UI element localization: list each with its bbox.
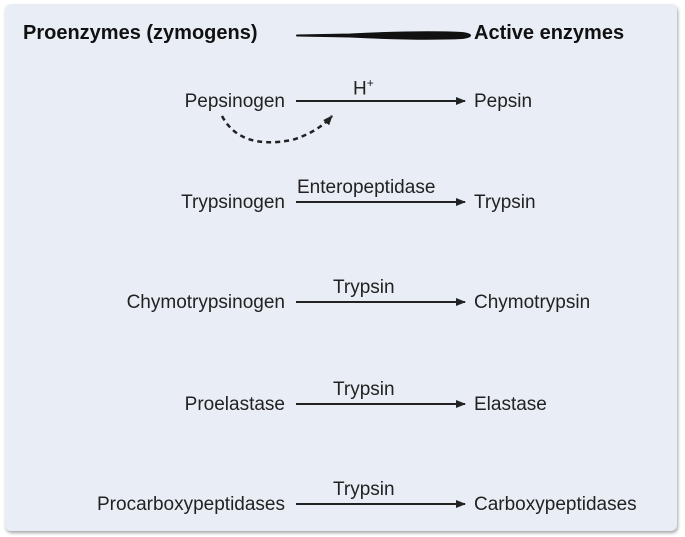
enzyme-trypsin: Trypsin	[474, 192, 536, 213]
activator-superscript: +	[366, 76, 374, 90]
diagram-panel	[5, 4, 677, 531]
proenzyme-proelastase: Proelastase	[184, 394, 285, 415]
enzyme-chymotrypsin: Chymotrypsin	[474, 292, 591, 313]
proenzyme-pepsinogen: Pepsinogen	[184, 91, 285, 112]
activator-trypsin-carboxy: Trypsin	[333, 479, 395, 500]
enzyme-pepsin: Pepsin	[474, 91, 533, 112]
enzyme-elastase: Elastase	[474, 394, 547, 415]
activator-h: H	[353, 78, 367, 100]
proenzyme-trypsinogen: Trypsinogen	[181, 192, 285, 213]
proenzyme-procarboxypeptidases: Procarboxypeptidases	[97, 494, 285, 515]
activator-h-plus: H+	[353, 76, 374, 100]
activator-enteropeptidase: Enteropeptidase	[297, 177, 436, 198]
autocatalysis-dashed-arrow	[220, 115, 333, 144]
header-proenzymes: Proenzymes (zymogens)	[23, 22, 258, 44]
header-active-enzymes: Active enzymes	[474, 22, 625, 44]
proenzyme-chymotrypsinogen: Chymotrypsinogen	[126, 292, 285, 313]
activator-trypsin-chymo: Trypsin	[333, 277, 395, 298]
enzyme-carboxypeptidases: Carboxypeptidases	[474, 494, 637, 515]
activator-trypsin-elastase: Trypsin	[333, 379, 395, 400]
header-taper-arrow	[296, 31, 471, 40]
